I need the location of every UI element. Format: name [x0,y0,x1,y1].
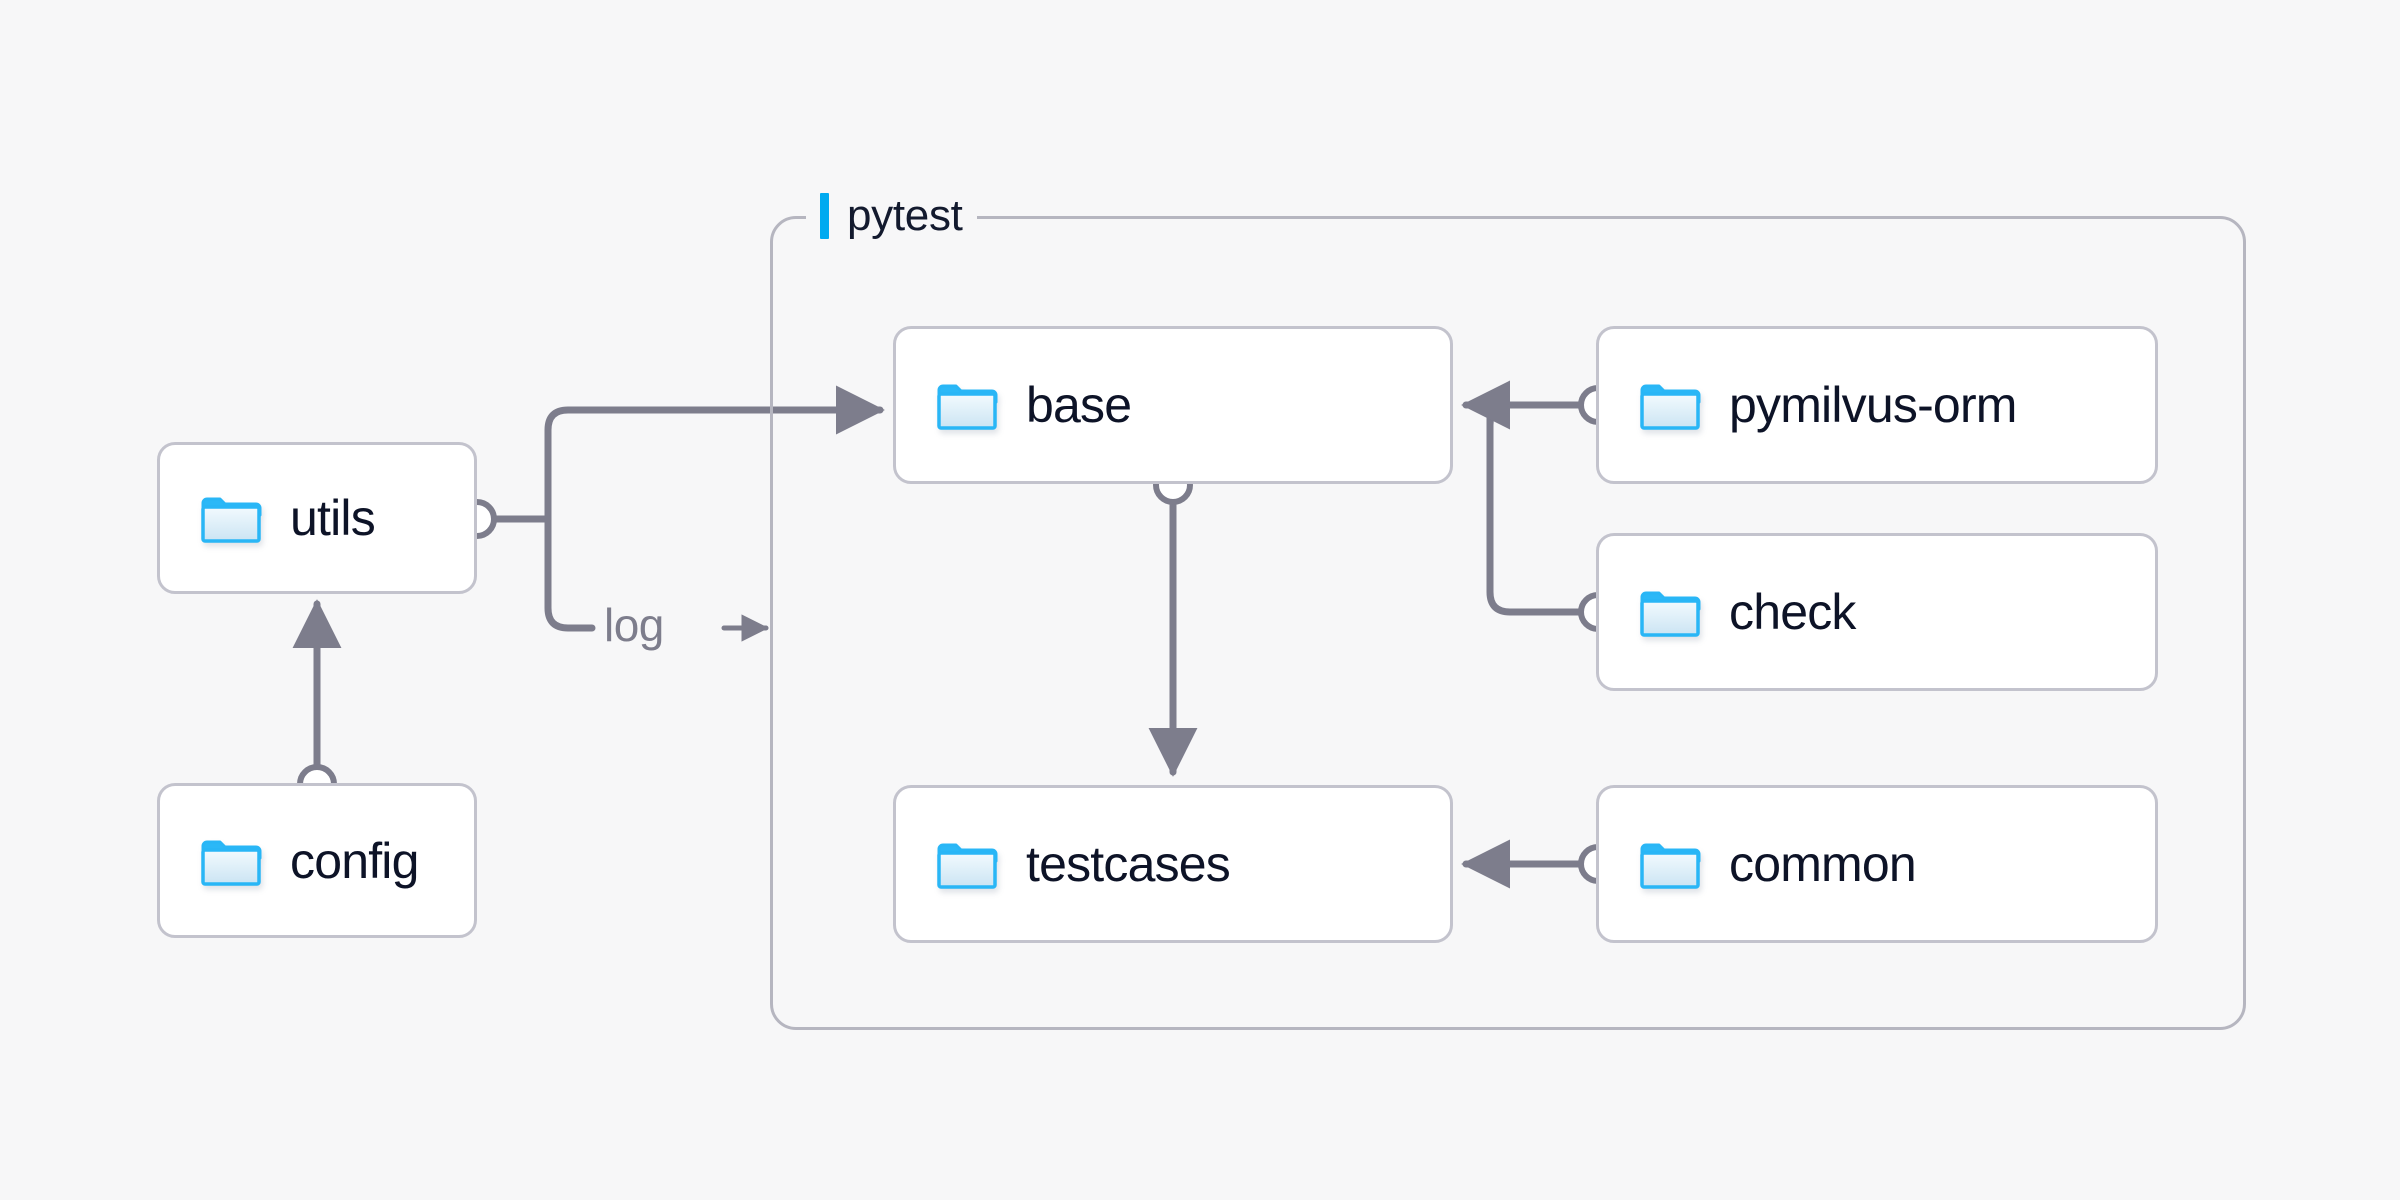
folder-icon [1640,843,1701,889]
edge-utils-to-log [544,515,596,632]
folder-icon [1640,384,1701,430]
folder-icon [937,843,998,889]
edge-label-log: log [604,599,664,651]
node-pymilvus-orm-label: pymilvus-orm [1729,377,2017,433]
node-testcases-label: testcases [1026,836,1231,892]
folder-icon [201,840,262,886]
node-check[interactable]: check [1596,533,2158,691]
group-pytest[interactable] [770,216,2246,1030]
node-check-label: check [1729,584,1856,640]
node-utils[interactable]: utils [157,442,477,594]
folder-icon [1640,591,1701,637]
node-base-label: base [1026,377,1132,433]
group-pytest-label-wrap: pytest [806,184,977,248]
group-accent-bar [820,193,829,239]
node-common-label: common [1729,836,1917,892]
node-utils-label: utils [290,490,376,546]
group-pytest-label: pytest [847,191,963,240]
node-config-label: config [290,832,419,889]
folder-icon [937,384,998,430]
node-testcases[interactable]: testcases [893,785,1453,943]
node-config[interactable]: config [157,783,477,938]
node-base[interactable]: base [893,326,1453,484]
node-common[interactable]: common [1596,785,2158,943]
folder-icon [201,497,262,543]
node-pymilvus-orm[interactable]: pymilvus-orm [1596,326,2158,484]
